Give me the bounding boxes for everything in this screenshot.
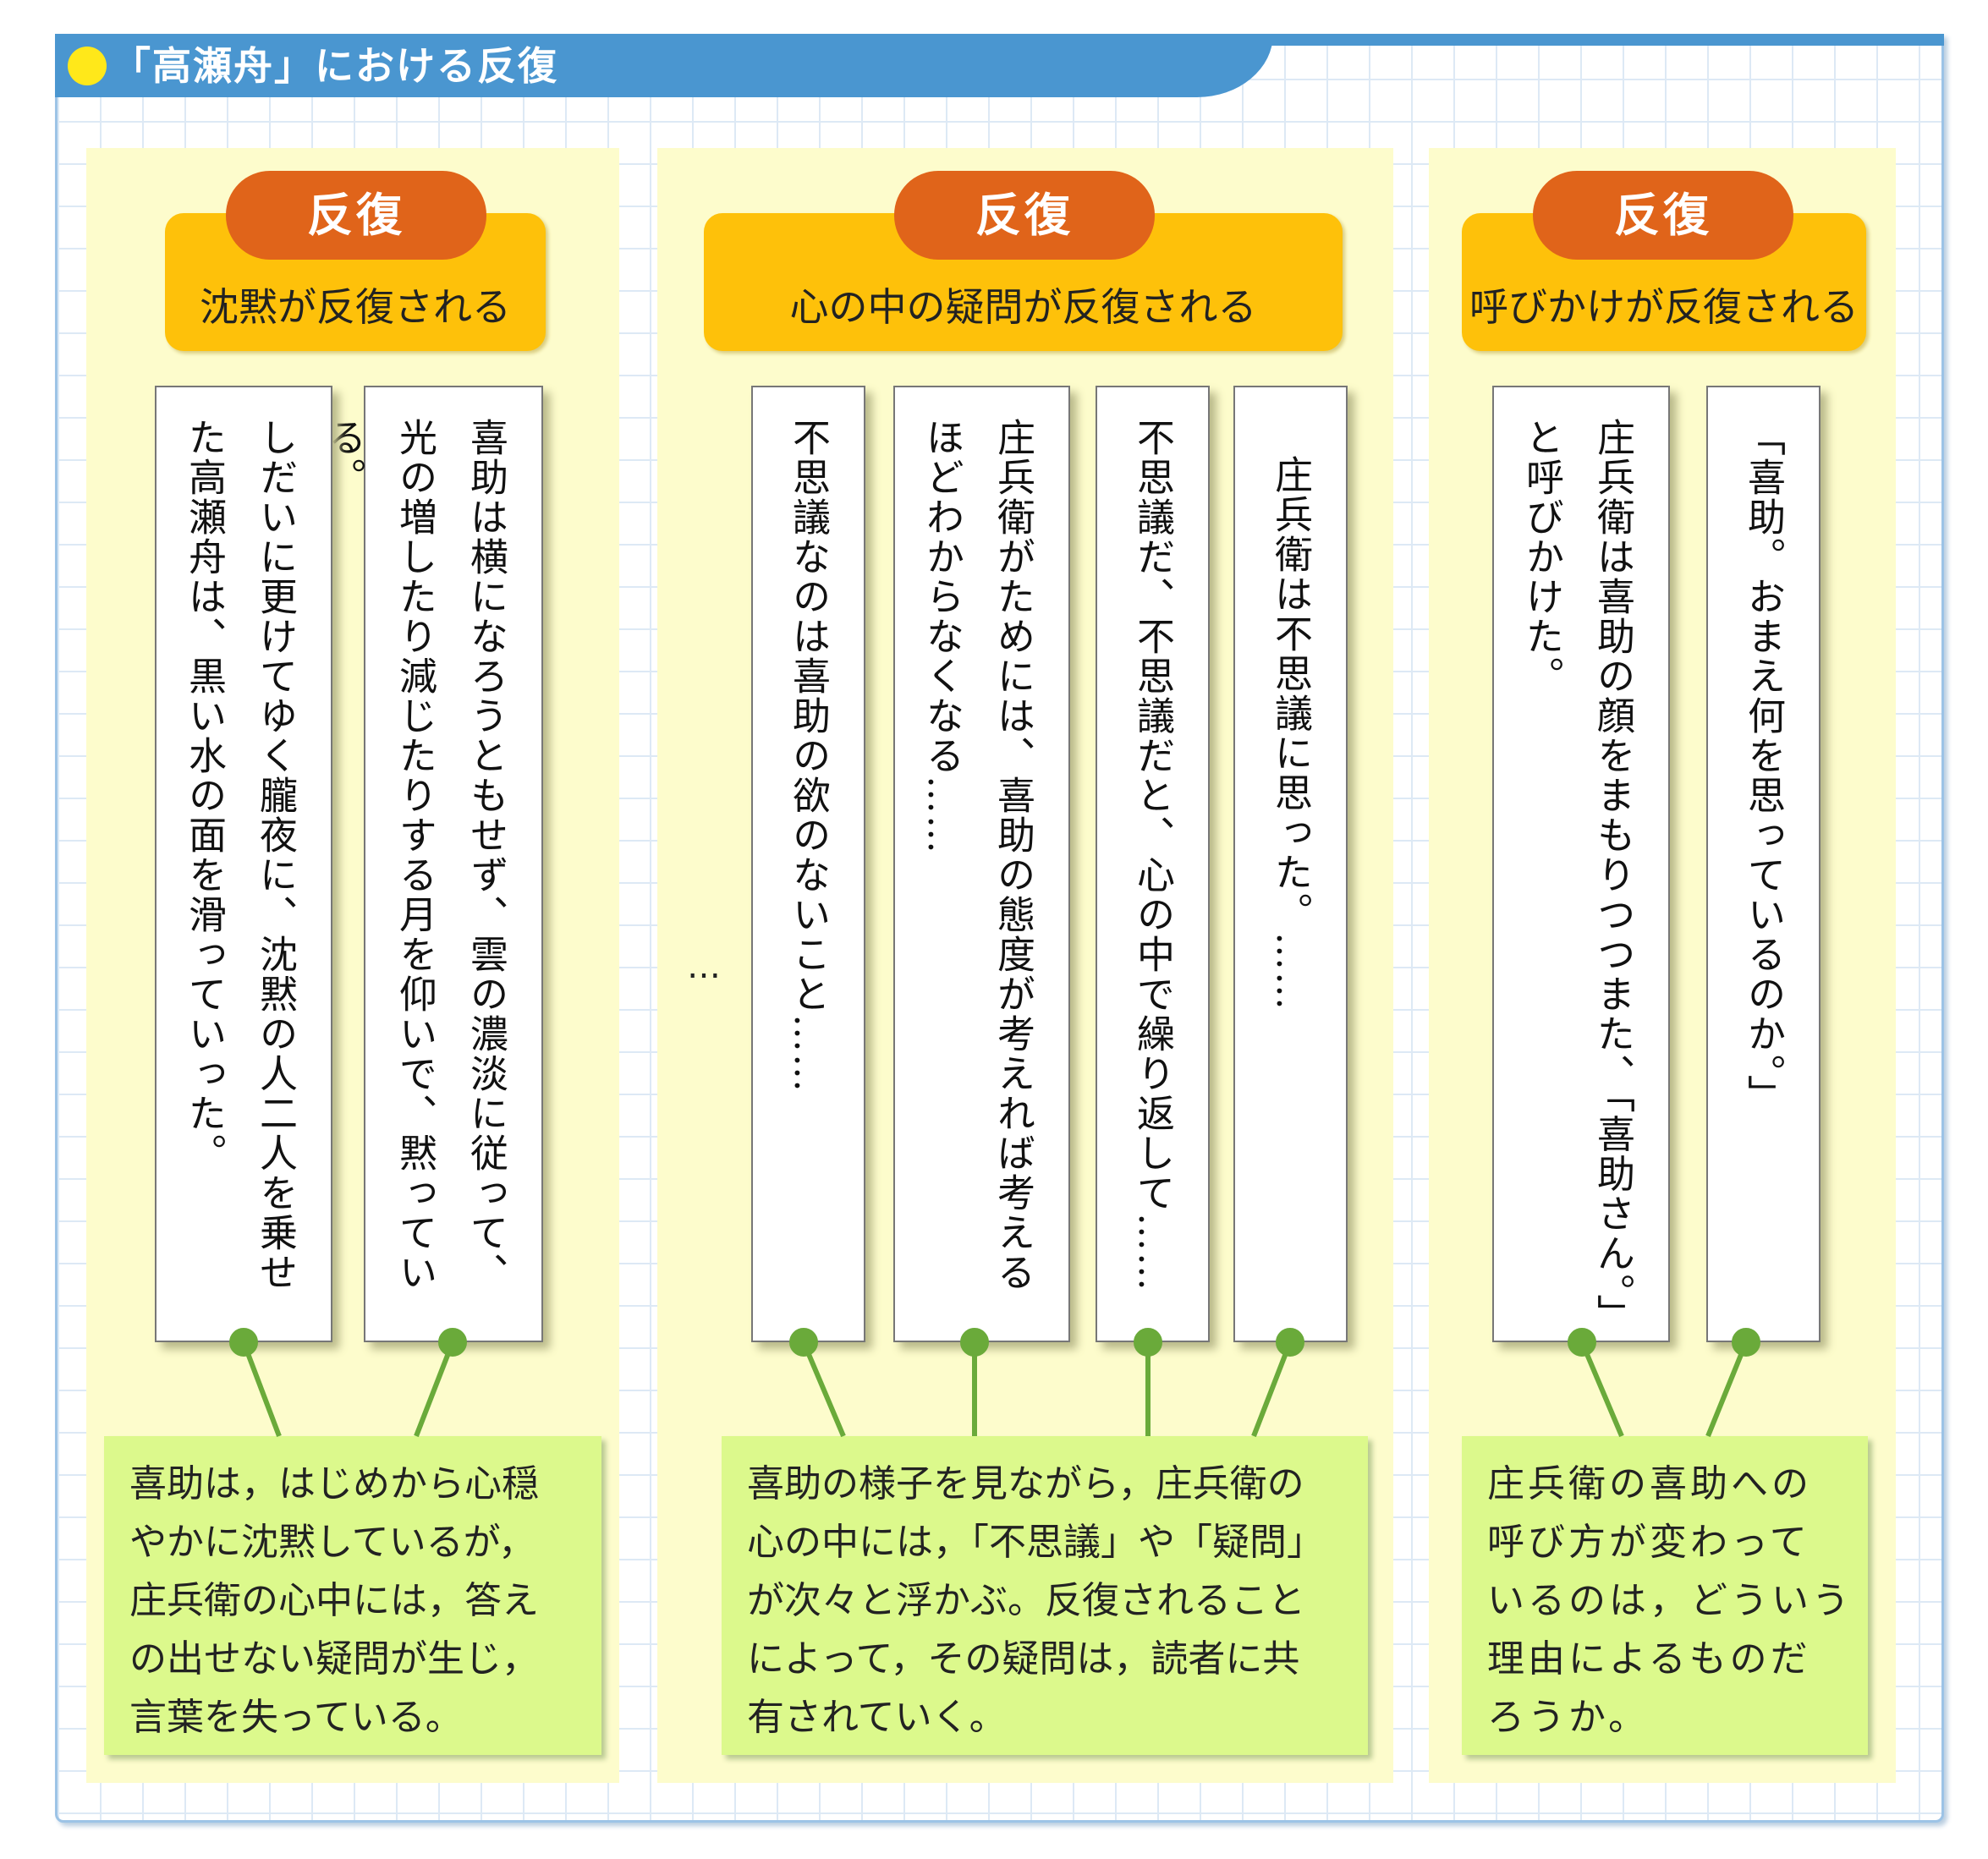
connector-dot bbox=[438, 1328, 467, 1357]
repetition-label: 反復 bbox=[226, 171, 486, 260]
connector-dot bbox=[960, 1328, 989, 1357]
theme-subtitle: 沈黙が反復される bbox=[200, 284, 511, 330]
explanation-note: 喜助は，はじめから心穏やかに沈黙しているが， 庄兵衛の心中には，答えの出せない疑問… bbox=[104, 1436, 601, 1755]
connector-dot bbox=[1568, 1328, 1596, 1357]
quote-card: 不思議なのは喜助の欲のないこと…… bbox=[751, 386, 865, 1342]
page-title: 「高瀬舟」における反復 bbox=[112, 43, 558, 89]
note-line: によって，その疑問は，読者に共 bbox=[747, 1637, 1300, 1681]
quote-card: 庄兵衛は不思議に思った。…… bbox=[1233, 386, 1348, 1342]
quote-card: 喜助は横になろうともせず、雲の濃淡に従って、光の増したり減じたりする月を仰いで、… bbox=[321, 386, 543, 1342]
quote-card: しだいに更けてゆく朧夜に、沈黙の人二人を乗せた高瀬舟は、黒い水の面を滑っていった… bbox=[155, 386, 332, 1342]
note-line: 言葉を失っている。 bbox=[129, 1696, 463, 1739]
note-line: 喜助は，はじめから心穏 bbox=[129, 1462, 539, 1505]
explanation-note: 庄兵衛の喜助への呼び方が変わっているのは，どういう理由によるものだろうか。 bbox=[1462, 1436, 1868, 1755]
quote-card: 不思議だ、不思議だと、心の中で繰り返して…… bbox=[1096, 386, 1210, 1342]
connector-line bbox=[1705, 1341, 1749, 1438]
explanation-note: 喜助の様子を見ながら，庄兵衛の心の中には，「不思議」や「疑問」が次々と浮かぶ。反… bbox=[722, 1436, 1368, 1755]
theme-subtitle: 呼びかけが反復される bbox=[1469, 284, 1859, 330]
connector-dot bbox=[1134, 1328, 1162, 1357]
quote-card: 「喜助。おまえ何を思っているのか。」 bbox=[1706, 386, 1821, 1342]
note-line: が次々と浮かぶ。反復されること bbox=[747, 1579, 1305, 1622]
connector-dot bbox=[1276, 1328, 1304, 1357]
note-line: の出せない疑問が生じ， bbox=[129, 1637, 539, 1681]
note-line: いるのは，どういう bbox=[1487, 1579, 1853, 1622]
theme-box: 沈黙が反復される bbox=[165, 213, 546, 351]
note-line: 心の中には，「不思議」や「疑問」 bbox=[747, 1521, 1324, 1564]
connector-line bbox=[801, 1341, 846, 1438]
note-line: 理由によるものだ bbox=[1487, 1637, 1811, 1681]
connector-line bbox=[1579, 1341, 1624, 1438]
note-line: 呼び方が変わって bbox=[1487, 1521, 1810, 1564]
note-line: 庄兵衛の喜助への bbox=[1487, 1462, 1812, 1505]
yellow-dot-icon bbox=[68, 47, 107, 85]
theme-box: 心の中の疑問が反復される bbox=[704, 213, 1343, 351]
quote-card: 庄兵衛は喜助の顔をまもりつつまた、「喜助さん。」と呼びかけた。 bbox=[1492, 386, 1670, 1342]
note-line: やかに沈黙しているが， bbox=[129, 1521, 536, 1564]
connector-dot bbox=[1732, 1328, 1760, 1357]
connector-line bbox=[1251, 1341, 1293, 1438]
note-line: ろうか。 bbox=[1487, 1696, 1650, 1739]
quote-card: 庄兵衛がためには、喜助の態度が考えれば考えるほどわからなくなる…… bbox=[893, 386, 1070, 1342]
connector-line bbox=[241, 1341, 282, 1438]
ellipsis: … bbox=[687, 947, 721, 986]
title-tab bbox=[55, 34, 1273, 97]
note-line: 庄兵衛の心中には，答え bbox=[129, 1579, 539, 1622]
connector-line bbox=[414, 1341, 455, 1438]
connector-dot bbox=[229, 1328, 258, 1357]
note-line: 有されていく。 bbox=[747, 1696, 1007, 1739]
note-line: 喜助の様子を見ながら，庄兵衛の bbox=[747, 1462, 1304, 1505]
connector-dot bbox=[789, 1328, 818, 1357]
repetition-label: 反復 bbox=[1533, 171, 1793, 260]
theme-subtitle: 心の中の疑問が反復される bbox=[789, 284, 1257, 330]
repetition-label: 反復 bbox=[894, 171, 1155, 260]
